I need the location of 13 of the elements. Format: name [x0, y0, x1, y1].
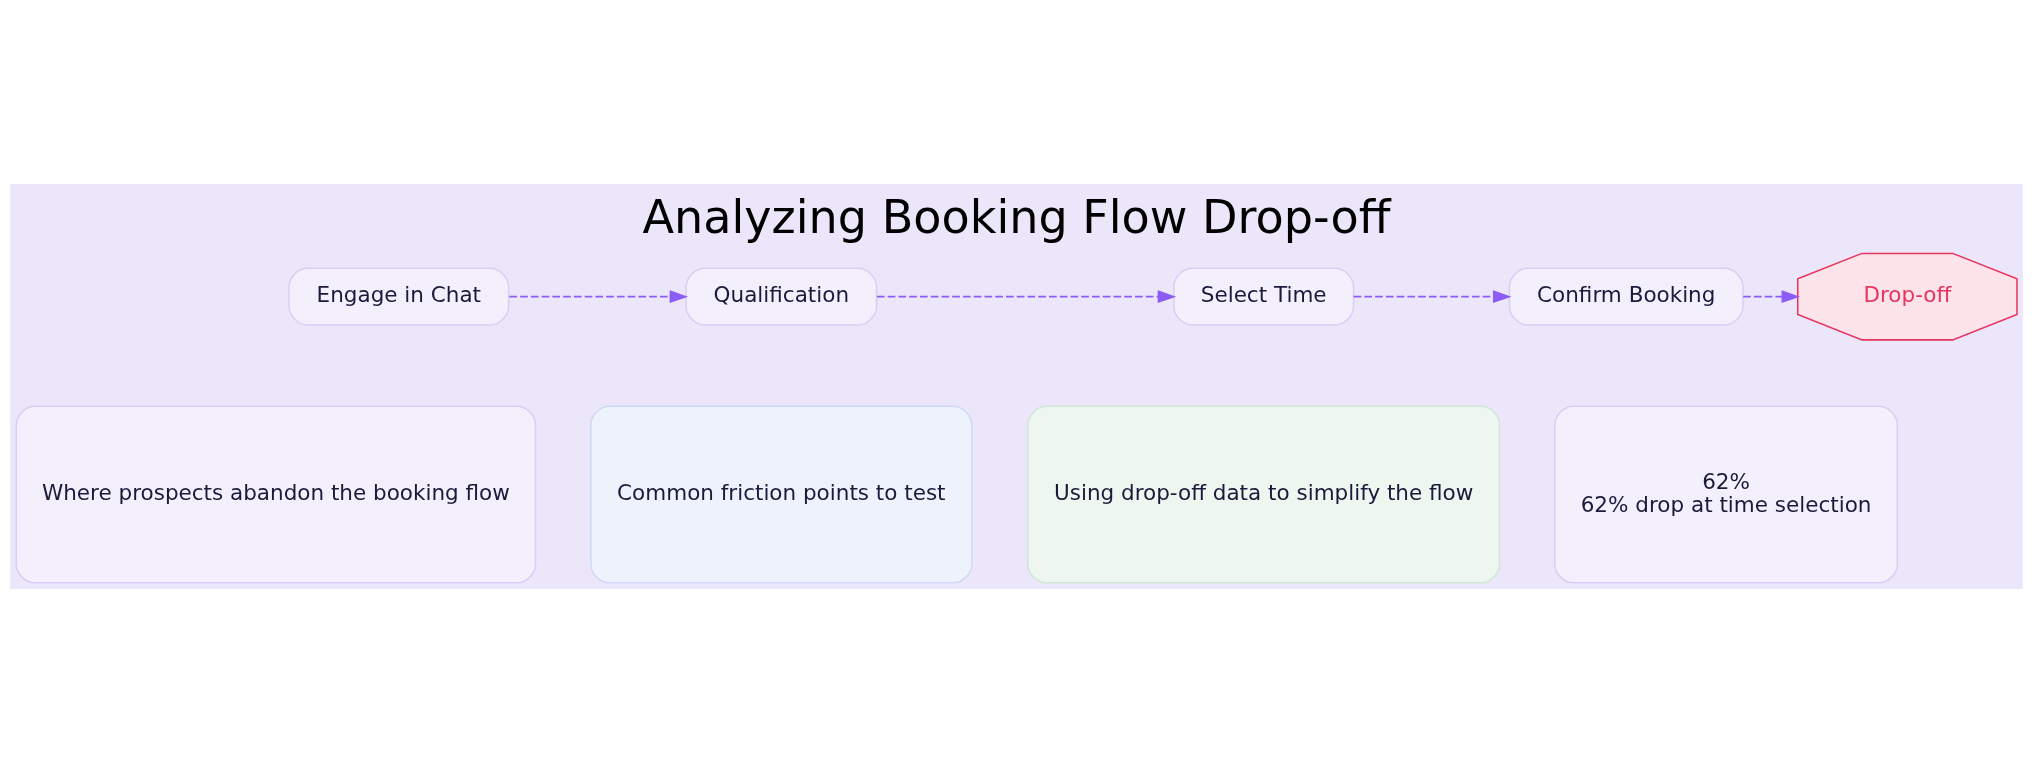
- node-box: Select Time: [1173, 267, 1355, 326]
- node-box: Engage in Chat: [288, 267, 510, 326]
- arrow: [508, 290, 689, 304]
- node-box: Confirm Booking: [1508, 267, 1744, 326]
- node-box: 62% 62% drop at time selection: [1554, 405, 1899, 584]
- node-box: Using drop-off data to simplify the flow: [1027, 405, 1501, 584]
- arrow: [1352, 290, 1512, 304]
- node-box: Where prospects abandon the booking flow: [15, 405, 537, 584]
- node-box: Common friction points to test: [590, 405, 973, 584]
- diagram-title: Analyzing Booking Flow Drop-off: [642, 190, 1391, 245]
- arrow: [876, 290, 1177, 304]
- node-box: Qualification: [685, 267, 878, 326]
- arrow: [1742, 290, 1800, 304]
